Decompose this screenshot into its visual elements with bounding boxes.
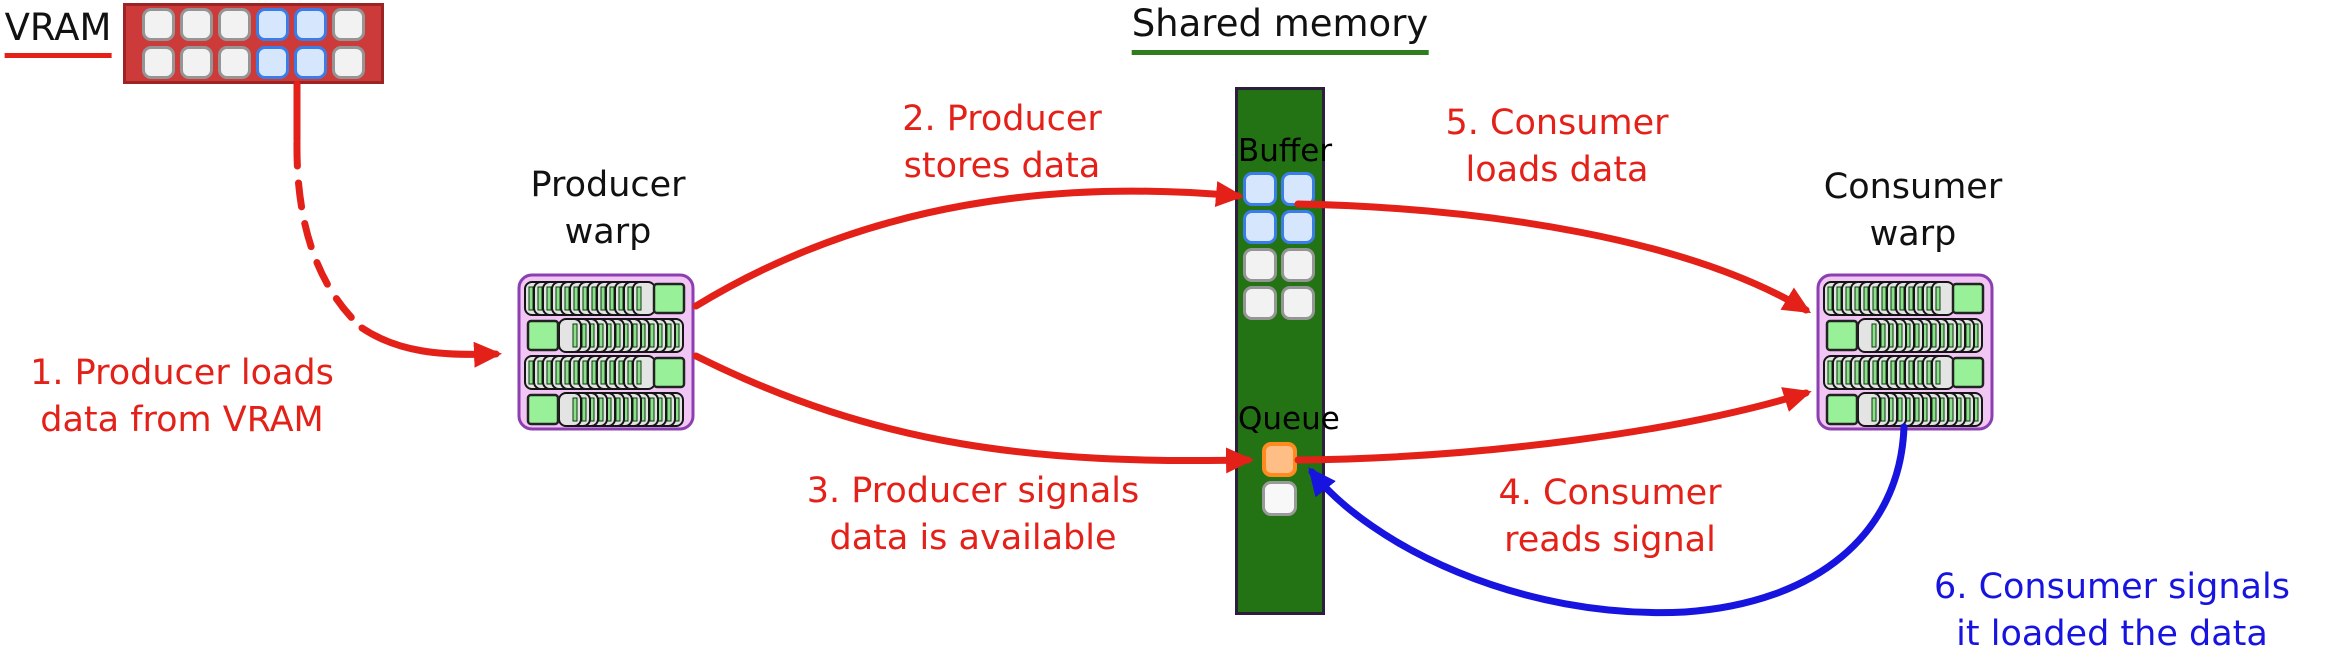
arrow-producer-stores: [692, 181, 1244, 310]
vram-title-text: VRAM: [4, 4, 112, 58]
step-6-label: 6. Consumer signals it loaded the data: [1934, 564, 2290, 658]
step-4-label: 4. Consumer reads signal: [1499, 470, 1722, 564]
consumer-warp-label: Consumer warp: [1824, 164, 2002, 258]
queue-label: Queue: [1238, 401, 1340, 437]
queue-cells: [1262, 442, 1297, 516]
producer-warp-label-line2: warp: [564, 212, 652, 252]
shared-memory-title-text: Shared memory: [1131, 0, 1429, 55]
step-5-line1: 5. Consumer: [1445, 103, 1669, 143]
step-3-label: 3. Producer signals data is available: [807, 468, 1140, 562]
vram-cell: [294, 46, 327, 79]
consumer-warp-label-line1: Consumer: [1823, 167, 2003, 207]
step-4-line1: 4. Consumer: [1498, 473, 1722, 513]
step-6-line1: 6. Consumer signals: [1934, 567, 2290, 607]
producer-warp-label: Producer warp: [530, 162, 685, 256]
step-6-line2: it loaded the data: [1956, 614, 2268, 654]
buffer-grid: [1243, 172, 1315, 320]
step-1-line2: data from VRAM: [40, 400, 324, 440]
vram-cell: [142, 8, 175, 41]
buffer-cell: [1243, 286, 1277, 320]
buffer-cell: [1243, 248, 1277, 282]
step-5-line2: loads data: [1465, 150, 1649, 190]
vram-cell: [218, 46, 251, 79]
step-3-line1: 3. Producer signals: [806, 471, 1140, 511]
queue-cell: [1262, 442, 1297, 477]
arrow-consumer-loads: [1294, 200, 1812, 314]
step-2-label: 2. Producer stores data: [902, 96, 1102, 190]
producer-warp-label-line1: Producer: [530, 165, 686, 205]
buffer-cell: [1281, 286, 1315, 320]
step-4-line2: reads signal: [1504, 520, 1716, 560]
buffer-cell: [1243, 210, 1277, 244]
buffer-label: Buffer: [1238, 133, 1333, 169]
step-2-line1: 2. Producer: [902, 99, 1102, 139]
buffer-cell: [1243, 172, 1277, 206]
vram-cell: [180, 8, 213, 41]
shared-memory-title: Shared memory: [1131, 0, 1429, 55]
vram-title: VRAM: [4, 4, 112, 58]
step-2-line2: stores data: [903, 146, 1101, 186]
step-3-line2: data is available: [829, 518, 1117, 558]
buffer-cell: [1281, 210, 1315, 244]
warp-threads-icon: [1816, 273, 1994, 431]
consumer-warp-label-line2: warp: [1869, 214, 1957, 254]
vram-cell: [142, 46, 175, 79]
vram-cell: [256, 8, 289, 41]
vram-cell: [294, 8, 327, 41]
warp-threads-icon: [517, 273, 695, 431]
arrow-producer-loads: [293, 80, 502, 368]
vram-cell: [180, 46, 213, 79]
buffer-cell: [1281, 248, 1315, 282]
arrow-producer-signals: [692, 352, 1254, 474]
step-5-label: 5. Consumer loads data: [1446, 100, 1669, 194]
shared-memory-column: Buffer Queue: [1235, 87, 1340, 615]
vram-cell: [332, 46, 365, 79]
vram-box: [123, 3, 384, 84]
vram-cell: [218, 8, 251, 41]
queue-cell: [1262, 481, 1297, 516]
vram-cell: [332, 8, 365, 41]
step-1-line1: 1. Producer loads: [30, 353, 334, 393]
arrow-consumer-reads: [1294, 387, 1812, 464]
step-1-label: 1. Producer loads data from VRAM: [30, 350, 334, 444]
vram-cell: [256, 46, 289, 79]
buffer-cell: [1281, 172, 1315, 206]
